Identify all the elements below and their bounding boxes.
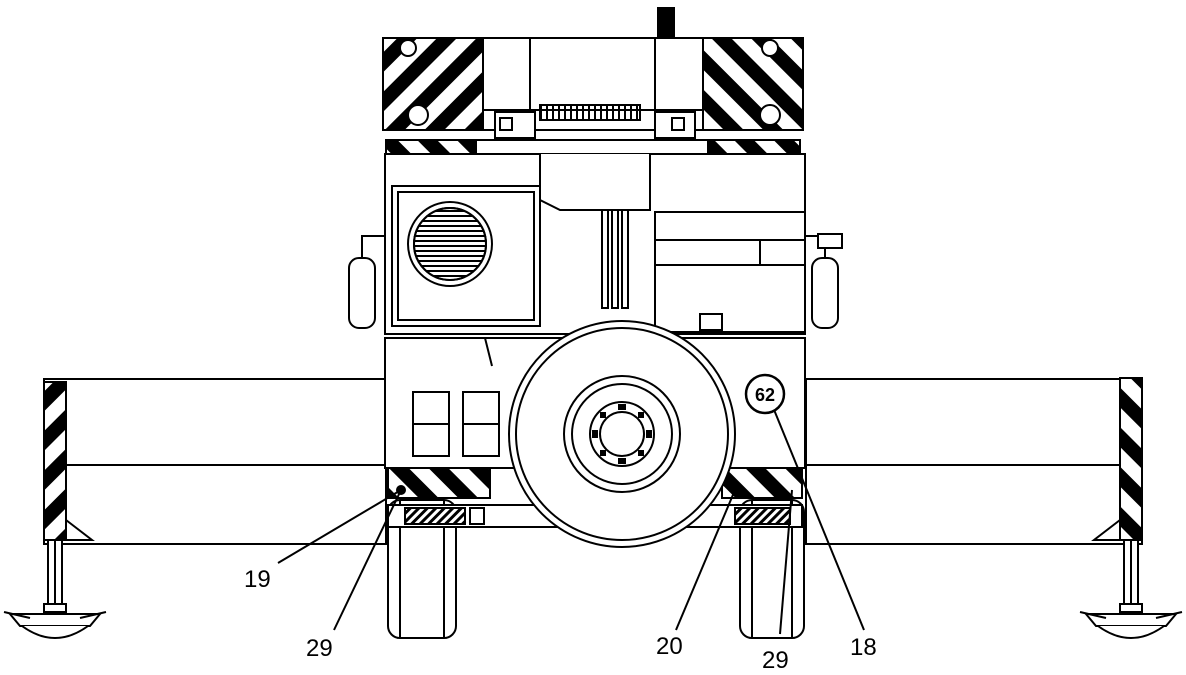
speed-limit-badge-label: 62	[755, 385, 775, 405]
spare-wheel	[508, 320, 736, 548]
leader-dot-left	[396, 485, 406, 495]
top-head-assembly	[382, 7, 804, 139]
callout-18: 18	[850, 634, 877, 661]
leader-dot-right	[730, 485, 740, 495]
right-outrigger-jack	[1079, 539, 1183, 639]
callout-29-left: 29	[306, 635, 333, 662]
left-outrigger-beam	[43, 378, 387, 545]
carrier-body	[384, 153, 806, 335]
callout-19: 19	[244, 566, 271, 593]
speed-limit-badge: 62	[744, 373, 786, 415]
callout-20: 20	[656, 633, 683, 660]
callout-leader-lines	[277, 394, 865, 635]
left-outrigger-jack	[3, 539, 107, 639]
mirrors	[348, 233, 843, 329]
right-outrigger-beam	[805, 378, 1143, 545]
rear-right-bumper	[721, 467, 803, 499]
left-rear-tire	[387, 499, 457, 639]
callout-29-right: 29	[762, 647, 789, 674]
